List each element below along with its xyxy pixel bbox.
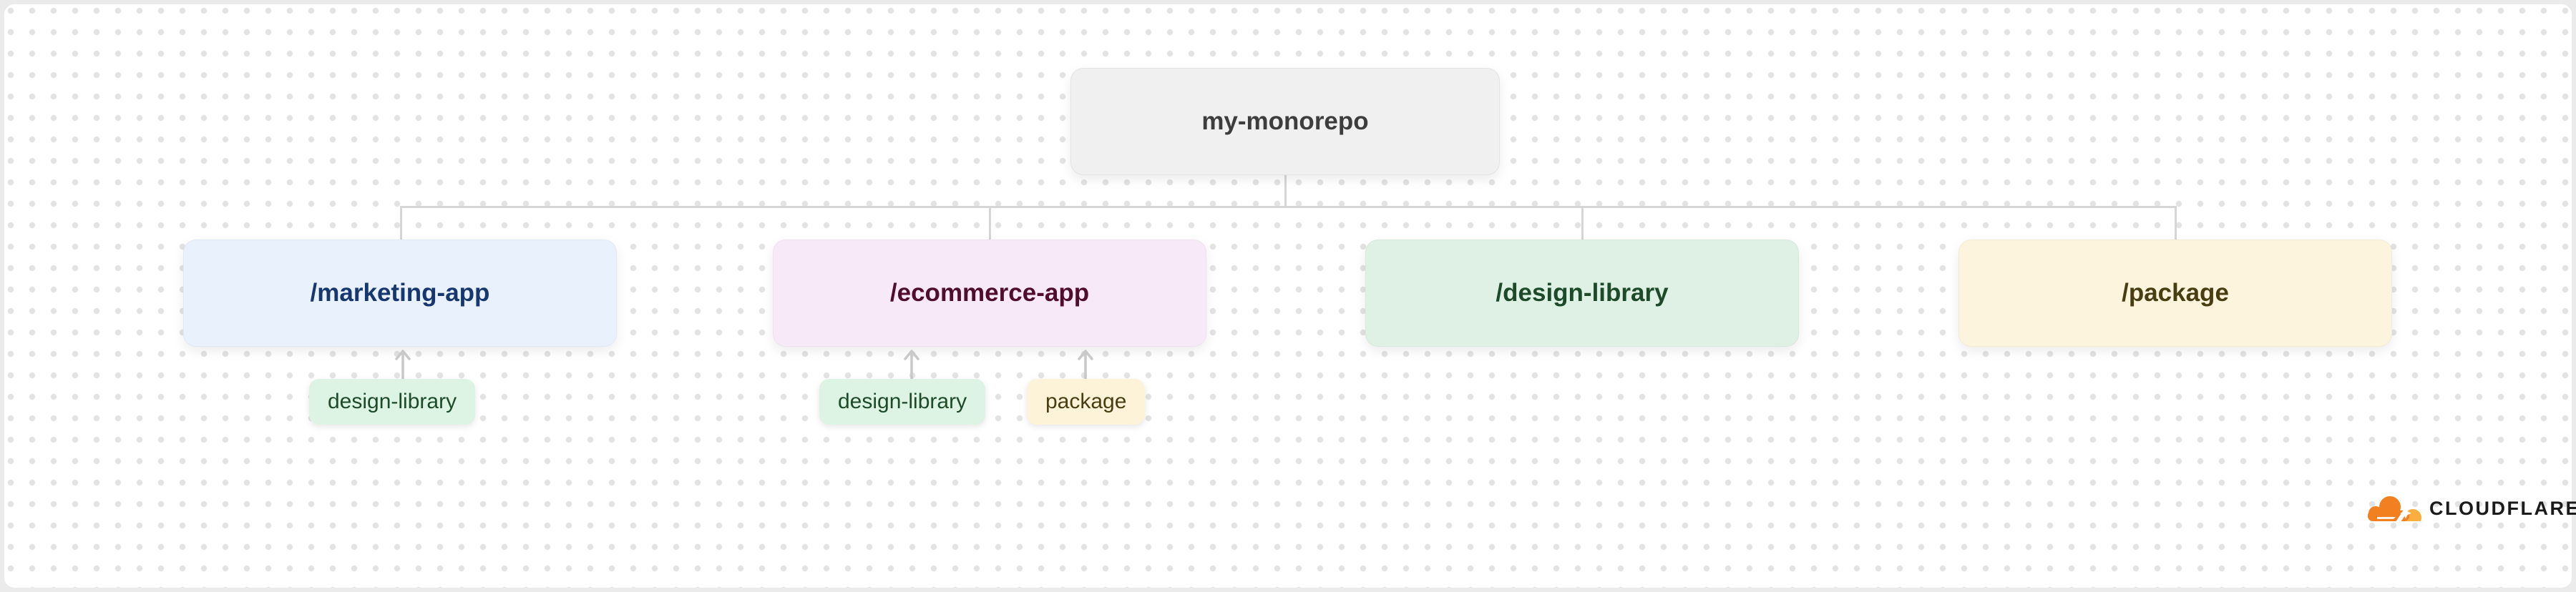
dependency-arrow-icon [1078,350,1093,381]
node-label: /package [2122,279,2229,307]
dependency-tag-package: package [1027,379,1146,425]
node-label: /marketing-app [310,279,490,307]
tag-label: design-library [328,390,457,413]
cloudflare-wordmark: CLOUDFLARE [2429,498,2576,519]
tag-label: design-library [838,390,967,413]
dependency-arrow-icon [904,350,919,381]
node-marketing-app: /marketing-app [183,240,617,347]
tag-label: package [1045,390,1127,413]
tree-connector-root-stub [1284,175,1287,207]
dependency-arrow-icon [395,350,411,381]
dependency-tag-design-library: design-library [819,379,986,425]
node-label: /ecommerce-app [889,279,1090,307]
node-label: /design-library [1496,279,1669,307]
tree-connector-drop-design-library [1581,206,1584,240]
tree-connector-drop-marketing [400,206,402,240]
node-my-monorepo: my-monorepo [1070,68,1500,175]
node-package: /package [1958,240,2392,347]
dependency-tag-design-library: design-library [309,379,476,425]
node-label: my-monorepo [1201,107,1369,135]
tree-connector-drop-package [2175,206,2177,240]
cloudflare-brand: CLOUDFLARE [2366,494,2576,523]
node-design-library: /design-library [1365,240,1799,347]
node-ecommerce-app: /ecommerce-app [773,240,1206,347]
cloudflare-cloud-icon [2368,496,2421,521]
tree-connector-horizontal [400,206,2177,208]
tree-connector-drop-ecommerce [989,206,991,240]
